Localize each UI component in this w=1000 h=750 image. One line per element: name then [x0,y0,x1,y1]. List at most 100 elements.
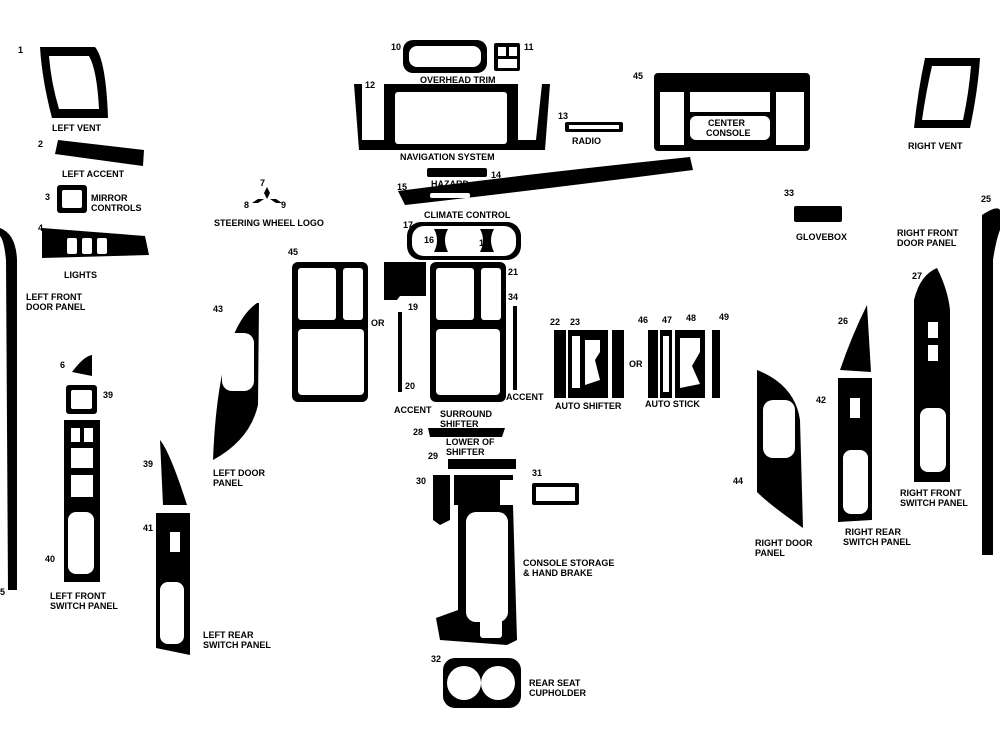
number-6: 6 [60,360,65,370]
number-31: 31 [532,468,542,478]
number-24: 24 [935,57,945,67]
label-lower-of-shifter-2: SHIFTER [446,447,485,457]
number-2: 2 [38,139,43,149]
label-climate-control: CLIMATE CONTROL [424,210,511,220]
label-left-accent: LEFT ACCENT [62,169,125,179]
number-42: 42 [816,395,826,405]
number-47: 47 [662,315,672,325]
number-46: 46 [638,315,648,325]
surround-shifter-piece [428,428,505,437]
radio-piece [565,122,623,132]
number-19: 19 [408,302,418,312]
label-right-front-door-panel-2: DOOR PANEL [897,238,957,248]
part-39-piece [160,440,187,505]
number-17: 17 [403,220,413,230]
part-11-piece [494,43,520,71]
left-rear-switch-panel-piece [156,513,190,655]
number-45-right: 45 [633,71,643,81]
number-26: 26 [838,316,848,326]
left-front-switch-panel-piece [64,420,100,582]
part-45-left-piece [292,262,368,402]
number-33: 33 [784,188,794,198]
console-storage-piece [433,459,517,645]
label-left-front-door-panel-2: DOOR PANEL [26,302,86,312]
part-31-piece [532,483,579,505]
left-door-panel-piece [213,303,259,460]
part-34-accent-piece [513,306,517,390]
label-auto-stick: AUTO STICK [645,399,700,409]
lights-piece [42,228,149,258]
label-left-front-switch-panel-1: LEFT FRONT [50,591,106,601]
number-21: 21 [508,267,518,277]
number-25: 25 [981,194,991,204]
rear-seat-cupholder-piece [443,658,521,708]
center-console-piece [654,73,810,151]
label-right-front-door-panel-1: RIGHT FRONT [897,228,959,238]
auto-shifter-piece [554,330,624,398]
label-or-shifter: OR [629,359,643,369]
left-accent-piece [55,140,144,166]
part-19-block-piece [384,262,426,300]
label-accent-left: ACCENT [394,405,432,415]
label-right-rear-switch-panel-1: RIGHT REAR [845,527,902,537]
label-center-console-1: CENTER [708,118,746,128]
label-console-storage-1: CONSOLE STORAGE [523,558,614,568]
number-45-left: 45 [288,247,298,257]
number-18: 18 [479,238,489,248]
number-34: 34 [508,292,518,302]
number-48: 48 [686,313,696,323]
part-21-center-piece [430,262,506,402]
right-rear-switch-panel-piece [838,378,872,522]
hazard-piece [427,168,487,177]
label-right-vent: RIGHT VENT [908,141,963,151]
navigation-system-piece [354,84,550,150]
number-9: 9 [281,200,286,210]
label-surround-shifter-1: SURROUND [440,409,493,419]
label-lower-of-shifter-1: LOWER OF [446,437,495,447]
label-rear-seat-cupholder-2: CUPHOLDER [529,688,587,698]
number-32: 32 [431,654,441,664]
number-7: 7 [260,178,265,188]
label-right-door-panel-1: RIGHT DOOR [755,538,813,548]
part-6-piece [72,355,92,376]
glovebox-piece [794,206,842,222]
label-mirror-controls-1: MIRROR [91,193,128,203]
label-left-front-door-panel-1: LEFT FRONT [26,292,82,302]
number-11: 11 [524,42,534,52]
label-steering-wheel-logo: STEERING WHEEL LOGO [214,218,324,228]
number-23: 23 [570,317,580,327]
right-door-panel-piece [757,370,803,528]
number-43: 43 [213,304,223,314]
label-auto-shifter: AUTO SHIFTER [555,401,622,411]
right-vent-piece [914,58,980,128]
part-39-left-piece [66,385,97,414]
label-surround-shifter-2: SHIFTER [440,419,479,429]
number-14: 14 [491,170,501,180]
number-41: 41 [143,523,153,533]
number-44: 44 [733,476,743,486]
number-4: 4 [38,223,43,233]
label-or-left: OR [371,318,385,328]
number-5: 5 [0,587,5,597]
label-right-rear-switch-panel-2: SWITCH PANEL [843,537,911,547]
climate-swoosh-piece [398,157,693,205]
label-left-vent: LEFT VENT [52,123,102,133]
number-15: 15 [397,182,407,192]
number-39-left: 39 [103,390,113,400]
label-accent-right: ACCENT [506,392,544,402]
climate-control-piece [407,222,521,260]
number-40: 40 [45,554,55,564]
label-hazard: HAZARD [431,179,469,189]
left-front-door-panel-piece [0,228,17,590]
number-49: 49 [719,312,729,322]
right-front-door-panel-piece [982,208,1000,556]
number-8: 8 [244,200,249,210]
label-overhead-trim: OVERHEAD TRIM [420,75,496,85]
number-10: 10 [391,42,401,52]
label-center-console-2: CONSOLE [706,128,751,138]
label-rear-seat-cupholder-1: REAR SEAT [529,678,581,688]
label-right-door-panel-2: PANEL [755,548,785,558]
label-right-front-switch-panel-2: SWITCH PANEL [900,498,968,508]
label-left-rear-switch-panel-1: LEFT REAR [203,630,254,640]
